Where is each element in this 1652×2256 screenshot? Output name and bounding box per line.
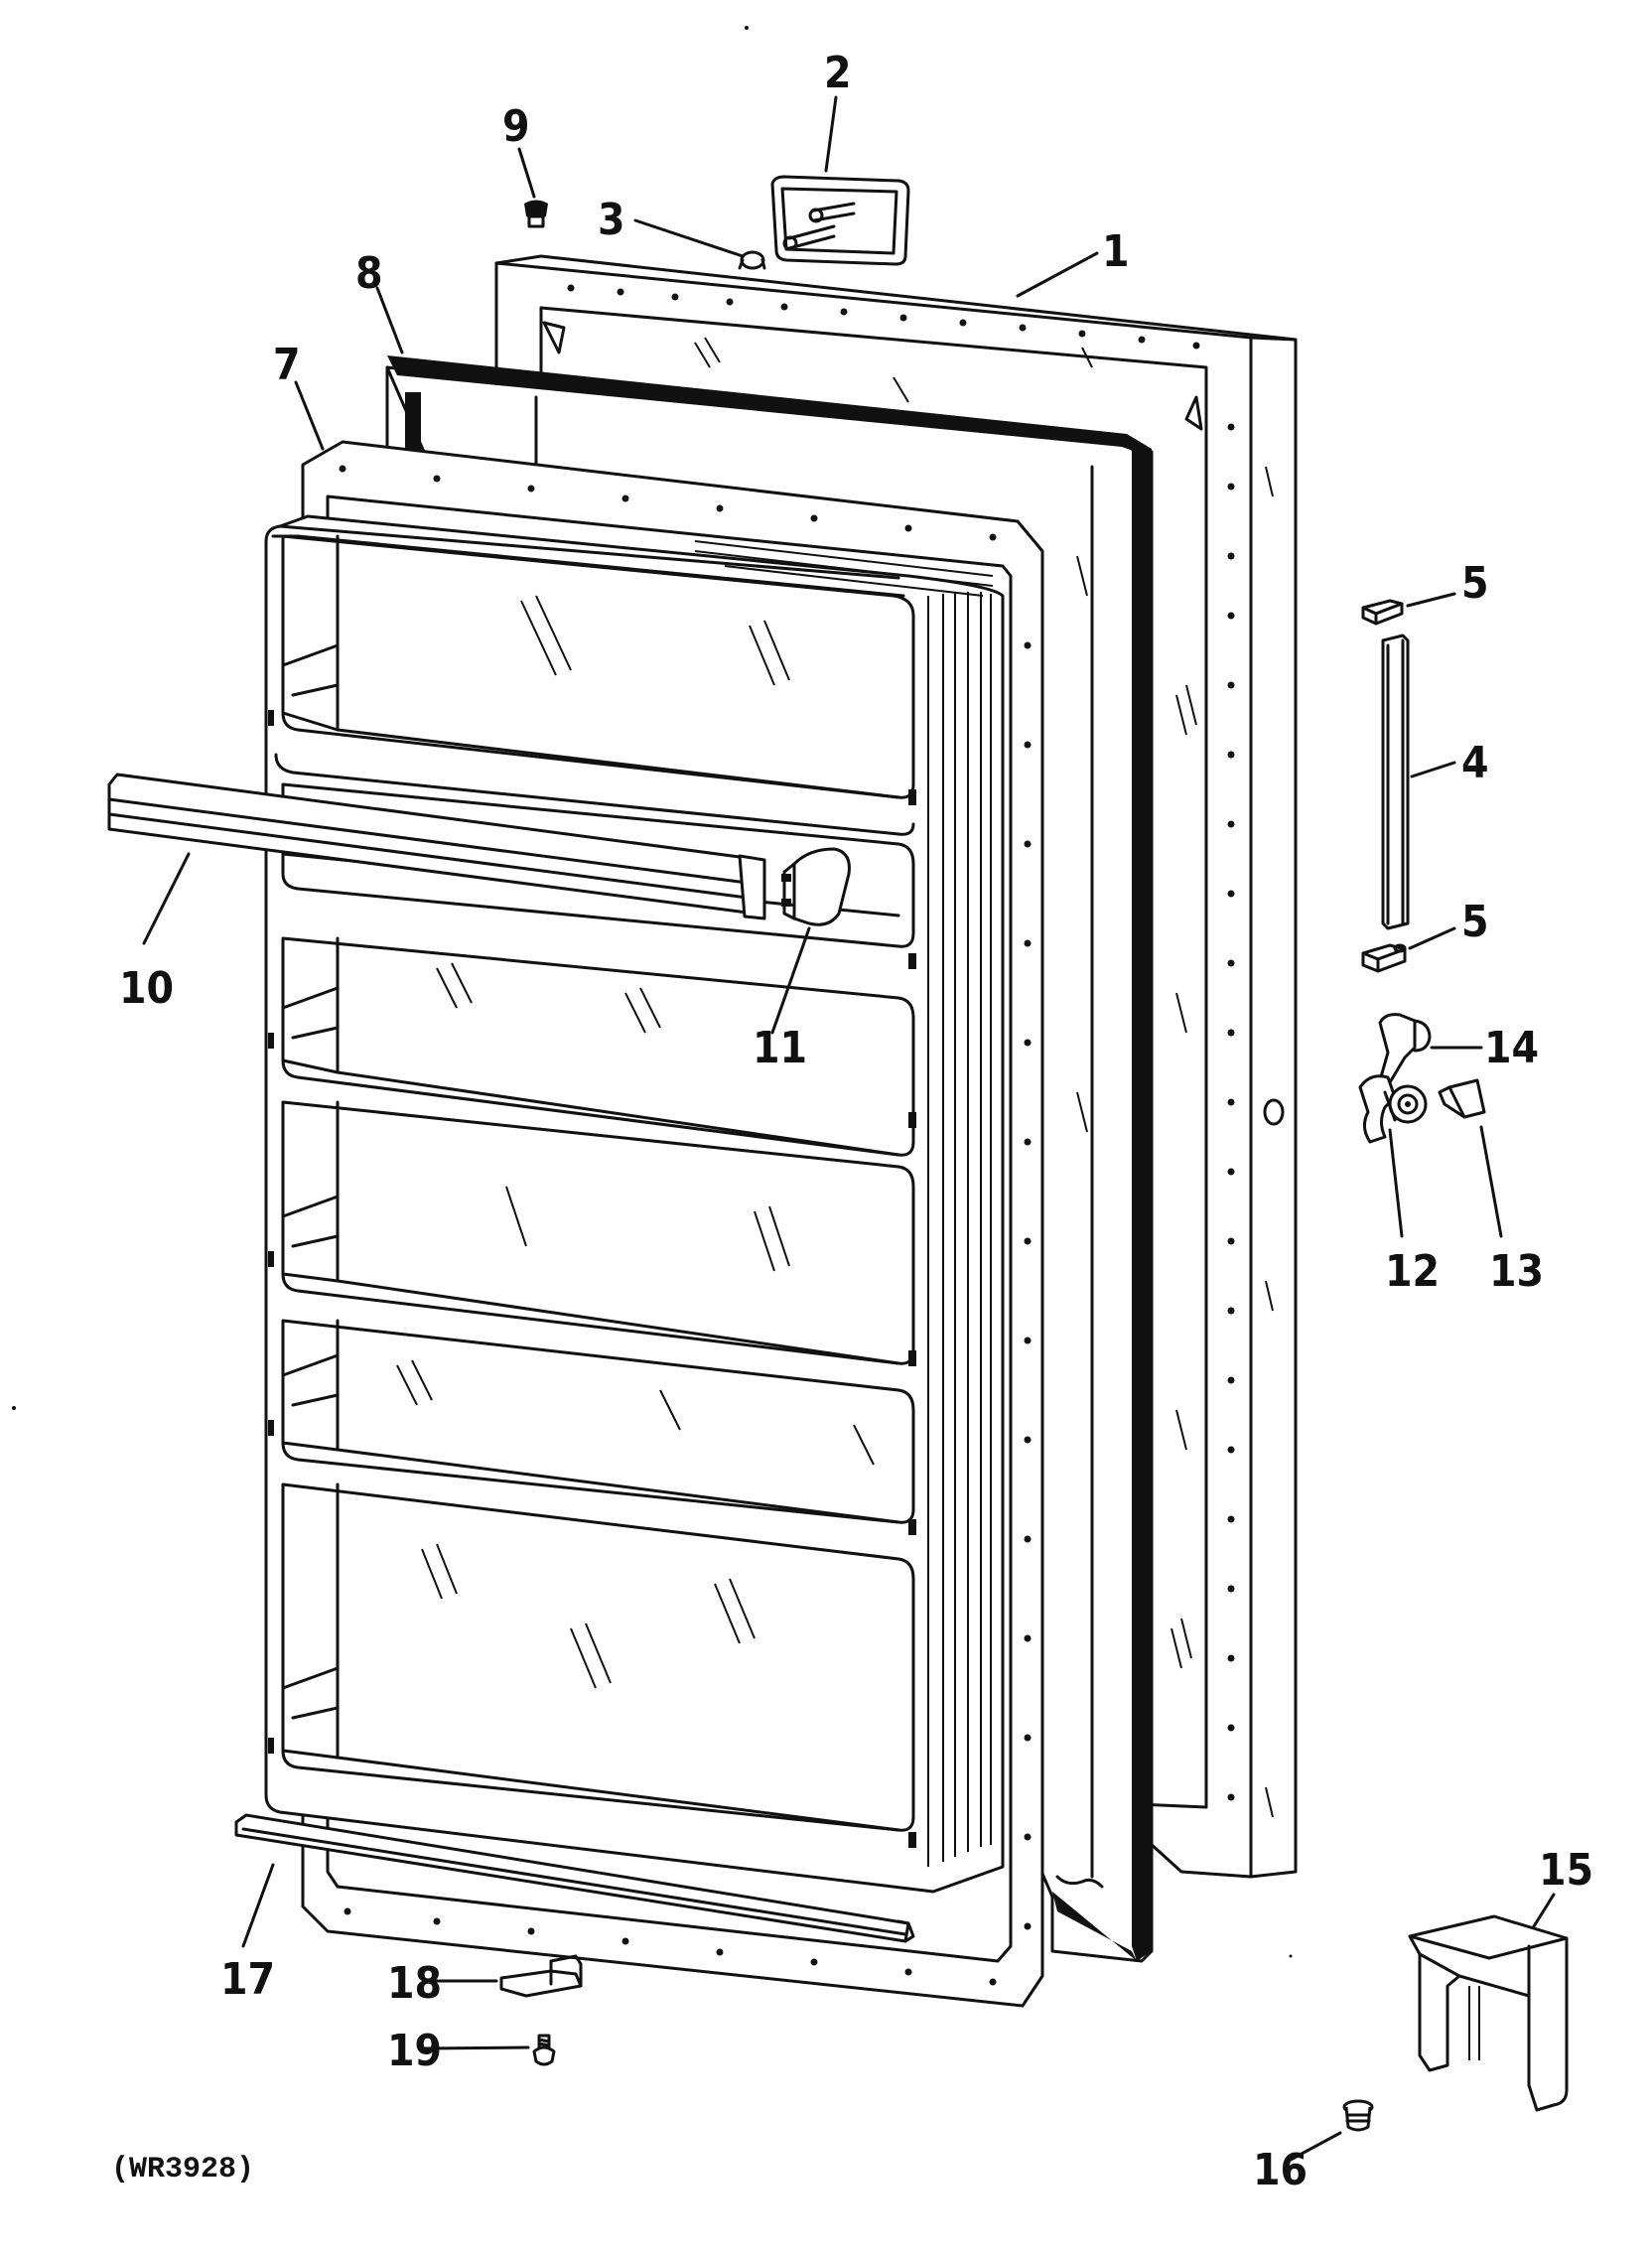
panel-screw-holes (567, 284, 1235, 1801)
callout-7: 7 (273, 340, 301, 390)
handle-bar (107, 773, 766, 920)
callout-16: 16 (1253, 2145, 1308, 2195)
callout-4: 4 (1461, 738, 1489, 788)
handle-end-cap (781, 847, 851, 926)
latch-assembly-part-12 (1358, 1074, 1428, 1144)
hinge-caps-part-5 (1361, 599, 1407, 973)
callout-12: 12 (1385, 1246, 1440, 1297)
callout-13: 13 (1489, 1246, 1544, 1297)
bottom-trim-strip-part-17 (234, 1813, 915, 1943)
callout-2: 2 (824, 48, 852, 98)
shelf-compartments (268, 534, 916, 1848)
callout-8: 8 (355, 248, 383, 299)
reference-code: (WR3928) (111, 2153, 254, 2186)
liner-side-shading (694, 540, 994, 1867)
callout-5-top: 5 (1461, 558, 1489, 609)
hinge-cover-part-15 (1408, 1914, 1569, 2112)
callout-11: 11 (753, 1023, 807, 1073)
callout-1: 1 (1102, 226, 1130, 277)
leader-lines (142, 95, 1556, 2162)
liner-screw-holes (339, 465, 1032, 1986)
glare-marks-panel (694, 337, 1274, 1818)
callout-14: 14 (1484, 1023, 1539, 1073)
callout-5-bottom: 5 (1461, 897, 1489, 947)
plug-button-part-9 (524, 200, 548, 228)
callout-labels: 1 2 3 4 5 5 7 8 9 10 11 12 13 14 15 16 1… (119, 48, 1593, 2195)
hinge-strip-part-4 (1381, 634, 1410, 930)
callout-15: 15 (1539, 1845, 1593, 1896)
callout-10: 10 (119, 963, 174, 1014)
plug-part-16 (1342, 2099, 1374, 2132)
latch-bracket-part-14 (1378, 1013, 1432, 1084)
wedge-strike-part-13 (1438, 1078, 1486, 1119)
inner-door-liner (264, 440, 1044, 2008)
glare-marks-liner (396, 595, 875, 1689)
callout-3: 3 (598, 195, 625, 245)
screw-part-3 (738, 250, 766, 270)
hinge-bracket-part-18 (499, 1954, 583, 1998)
callout-9: 9 (502, 101, 530, 152)
callout-18: 18 (387, 1958, 442, 2009)
callout-19: 19 (387, 2026, 442, 2076)
nameplate (770, 175, 910, 266)
callout-17: 17 (220, 1954, 275, 2005)
screw-part-19 (532, 2034, 556, 2066)
